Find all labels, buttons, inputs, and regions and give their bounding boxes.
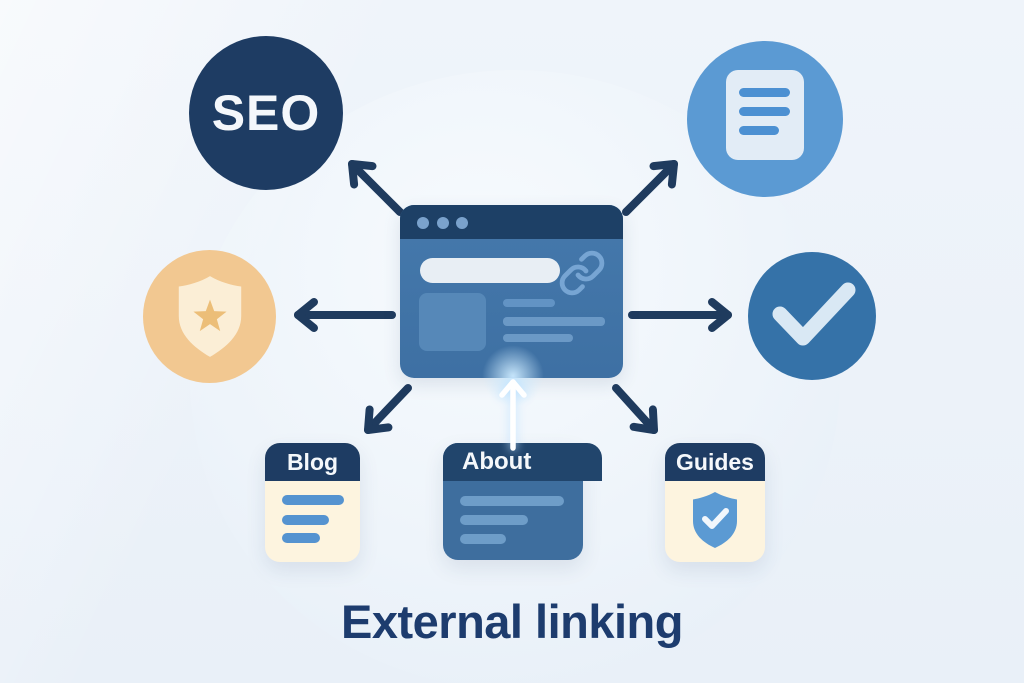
window-dot-icon bbox=[417, 217, 429, 229]
shield-star-icon bbox=[178, 275, 241, 357]
document-node bbox=[687, 41, 843, 197]
seo-node: SEO bbox=[189, 36, 343, 190]
document-text-line bbox=[739, 107, 790, 116]
arrow-to-guides bbox=[612, 384, 658, 434]
guides-label: Guides bbox=[676, 448, 754, 475]
blog-text-line bbox=[282, 495, 344, 505]
window-dot-icon bbox=[456, 217, 468, 229]
link-icon bbox=[559, 250, 605, 296]
about-label: About bbox=[462, 448, 532, 475]
shield-check-icon bbox=[693, 492, 737, 548]
browser-window bbox=[400, 205, 623, 378]
star-icon bbox=[192, 299, 227, 331]
page-text-line bbox=[503, 299, 555, 307]
blog-card-header: Blog bbox=[265, 443, 360, 481]
blog-text-line bbox=[282, 533, 320, 543]
about-text-line bbox=[460, 496, 564, 506]
blog-text-line bbox=[282, 515, 329, 525]
page-image-placeholder bbox=[419, 293, 486, 351]
arrow-to-document bbox=[622, 160, 678, 216]
arrow-to-blog bbox=[364, 384, 412, 434]
about-card-header: About bbox=[443, 443, 602, 481]
about-card: About bbox=[443, 443, 602, 560]
blog-card: Blog bbox=[265, 443, 360, 562]
verified-node bbox=[748, 252, 876, 380]
arrow-to-seo bbox=[348, 160, 404, 216]
about-text-line bbox=[460, 534, 506, 544]
document-icon bbox=[726, 70, 804, 160]
seo-label: SEO bbox=[211, 85, 321, 141]
window-dot-icon bbox=[437, 217, 449, 229]
diagram-title: External linking bbox=[341, 595, 683, 648]
guides-card: Guides bbox=[665, 443, 765, 562]
document-text-line bbox=[739, 126, 779, 135]
guides-card-header: Guides bbox=[665, 443, 765, 481]
browser-header bbox=[400, 205, 623, 239]
page-text-line bbox=[503, 334, 573, 342]
blog-label: Blog bbox=[286, 448, 339, 475]
document-text-line bbox=[739, 88, 790, 97]
check-icon bbox=[772, 282, 856, 346]
about-text-line bbox=[460, 515, 528, 525]
trust-badge-node bbox=[143, 250, 276, 383]
address-bar bbox=[420, 258, 560, 283]
page-text-line bbox=[503, 317, 605, 326]
